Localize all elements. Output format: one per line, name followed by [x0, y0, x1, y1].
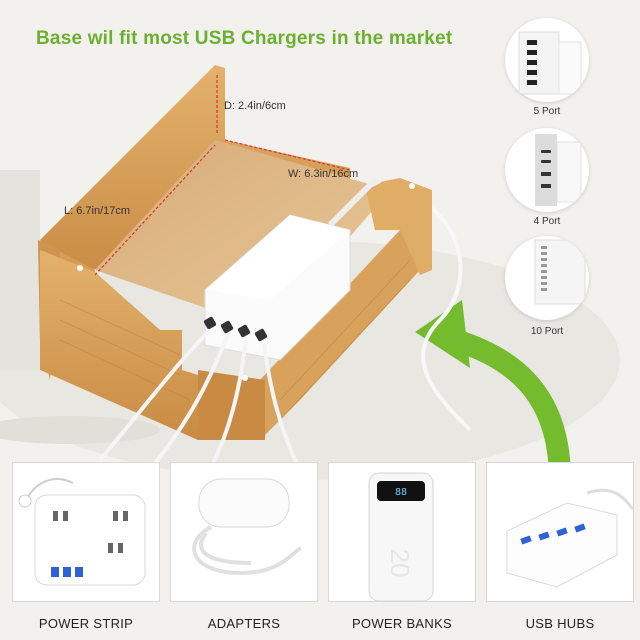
- usb-c-charger-4-port-icon: [535, 134, 582, 206]
- product-label-power-strip: POWER STRIP: [38, 616, 134, 631]
- product-card-usb-hubs: [486, 462, 635, 602]
- port-label-4: 4 Port: [533, 216, 561, 227]
- usb-hub-5-port-icon: [518, 31, 582, 95]
- adapter-icon: [192, 478, 303, 576]
- port-label-5: 5 Port: [533, 106, 561, 117]
- usb-hub-icon: [506, 488, 635, 588]
- product-card-adapters: [170, 462, 318, 602]
- product-label-power-banks: POWER BANKS: [351, 616, 453, 631]
- port-label-10: 10 Port: [530, 326, 564, 337]
- power-strip-icon: [18, 478, 146, 586]
- product-label-usb-hubs: USB HUBS: [525, 616, 595, 631]
- width-dimension: W: 6.3in/16cm: [288, 168, 359, 180]
- port-thumb-4: [505, 128, 589, 212]
- usb-hub-10-port-icon: [534, 239, 586, 305]
- port-thumb-5: [505, 18, 589, 102]
- headline: Base wil fit most USB Chargers in the ma…: [36, 28, 453, 49]
- depth-dimension: D: 2.4in/6cm: [224, 100, 286, 112]
- power-bank-icon: 88 20: [368, 472, 434, 602]
- product-label-adapters: ADAPTERS: [207, 616, 281, 631]
- product-card-power-banks: 88 20: [328, 462, 476, 602]
- svg-text:88: 88: [395, 487, 407, 498]
- length-dimension: L: 6.7in/17cm: [64, 205, 131, 217]
- power-bank-display: 20: [385, 549, 415, 578]
- port-thumb-10: [505, 236, 589, 320]
- product-card-power-strip: [12, 462, 160, 602]
